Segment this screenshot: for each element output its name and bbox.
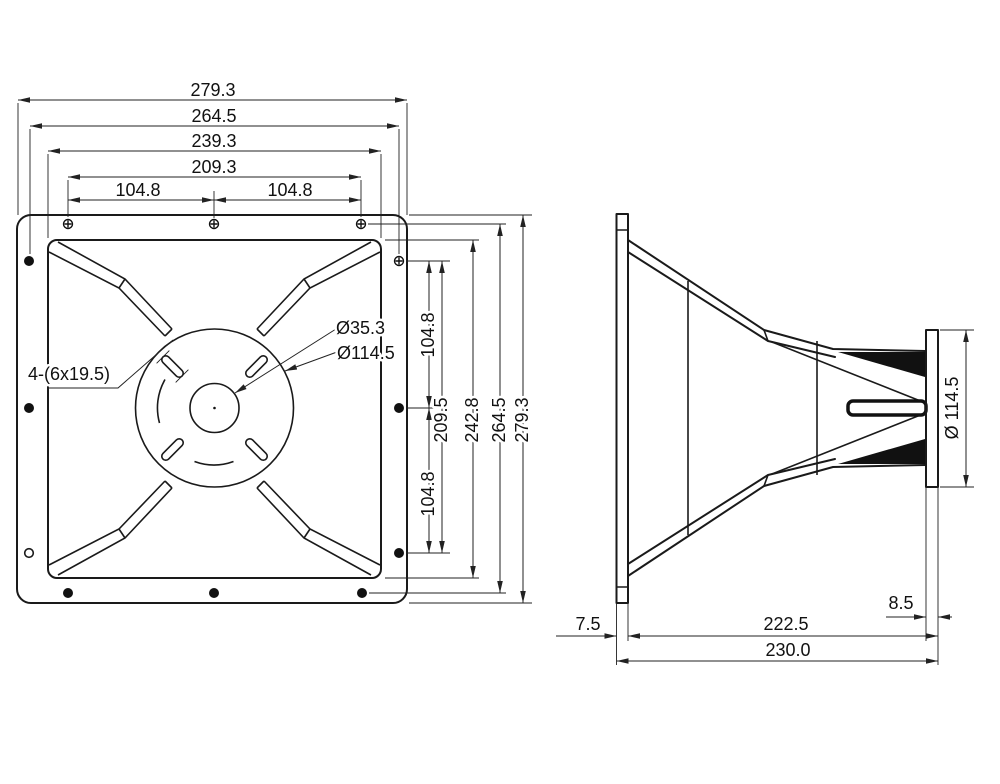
dim-side-throat-flange-diameter: Ø 114.5	[942, 377, 962, 440]
side-fin-bottom	[838, 439, 925, 464]
front-slot-bottom-right	[244, 437, 269, 462]
side-view: 7.5 222.5 230.0 8.5 Ø 114.5	[556, 213, 974, 665]
front-outer-flange	[16, 214, 408, 604]
dim-front-width-hole-span: 209.3	[191, 157, 236, 177]
side-dimensions: 7.5 222.5 230.0 8.5 Ø 114.5	[556, 329, 974, 665]
front-flange-holes	[23, 218, 405, 598]
dim-front-width-overall: 279.3	[190, 80, 235, 100]
open-hole	[23, 547, 35, 559]
slot-leader-line	[48, 339, 174, 389]
front-corner-rib	[48, 241, 173, 337]
front-right-dimensions: 104.8 104.8 209.5 242.8 264.5 279.3	[368, 214, 535, 604]
dim-front-width-mouth: 239.3	[191, 131, 236, 151]
slot-count-label: 4-(6x19.5)	[28, 364, 110, 384]
throat-diameter-label: Ø35.3	[336, 318, 385, 338]
front-mouth-square	[47, 239, 382, 579]
front-recess-arc-left	[156, 379, 166, 424]
side-throat-assembly	[771, 329, 939, 488]
dim-side-throat-flange-thickness: 8.5	[888, 593, 913, 613]
dim-front-height-holes-rows: 264.5	[489, 397, 509, 442]
front-throat-hole	[189, 382, 240, 434]
front-slot-top-left	[156, 350, 189, 383]
front-view: 4-(6x19.5) Ø35.3 Ø114.5 279.3 264.5 239.…	[16, 78, 535, 604]
front-center-mark	[213, 406, 216, 410]
front-top-dimensions: 279.3 264.5 239.3 209.3 104.8 104.8	[17, 78, 408, 254]
front-slot-bottom-left	[160, 437, 185, 462]
filled-holes	[24, 256, 404, 598]
throat-dia-leader	[234, 328, 337, 394]
dim-side-body-depth: 222.5	[763, 614, 808, 634]
bolt-dia-leader	[284, 351, 338, 372]
side-mouth-flange	[615, 213, 629, 604]
dim-front-height-overall: 279.3	[512, 397, 532, 442]
side-throat-flange	[925, 329, 939, 488]
front-slot-top-right	[244, 354, 269, 379]
side-cone-top	[771, 341, 924, 403]
front-bolt-circle-boss	[134, 328, 295, 488]
dim-front-width-half-right: 104.8	[267, 180, 312, 200]
dim-side-total-depth: 230.0	[765, 640, 810, 660]
cross-holes	[62, 218, 405, 267]
side-flange-cap-lines	[616, 229, 628, 588]
side-horn-walls	[627, 239, 926, 577]
side-cone-bottom	[771, 413, 924, 475]
front-leaders: 4-(6x19.5) Ø35.3 Ø114.5	[26, 316, 397, 394]
dim-front-width-holes-cols: 264.5	[191, 106, 236, 126]
dim-side-flange-thickness: 7.5	[575, 614, 600, 634]
front-recess-arc-bottom	[194, 460, 234, 466]
dim-front-height-hole-span: 209.5	[431, 397, 451, 442]
dim-front-height-half-top: 104.8	[418, 312, 438, 357]
bolt-circle-diameter-label: Ø114.5	[337, 343, 395, 363]
dim-front-height-half-bottom: 104.8	[418, 471, 438, 516]
dim-front-width-half-left: 104.8	[115, 180, 160, 200]
dim-front-height-mouth: 242.8	[462, 397, 482, 442]
front-corner-rib-br	[256, 480, 381, 576]
side-fin-top	[838, 352, 925, 377]
front-corner-rib-bl	[48, 480, 173, 576]
side-throat-tube	[846, 399, 928, 417]
